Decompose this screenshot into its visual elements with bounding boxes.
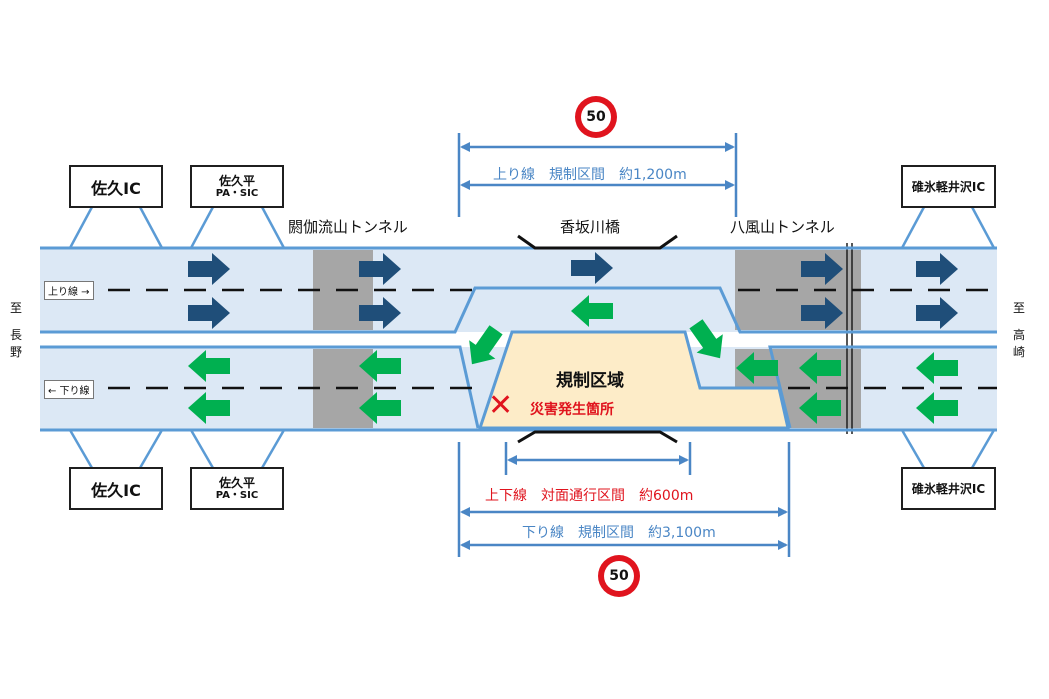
ic-label: 佐久IC	[91, 178, 141, 198]
up-restriction-label: 上り線 規制区間 約1,200m	[493, 167, 687, 183]
contraflow-label: 上下線 対面通行区間 約600m	[485, 488, 694, 504]
dest-char: 高	[1012, 328, 1025, 342]
pa-box-sakudaira-down: 佐久平 PA・SIC	[190, 467, 284, 510]
up-line-tag: 上り線 →	[44, 281, 94, 300]
pa-label: 佐久平	[218, 173, 255, 188]
left-destination: 至 長 野	[9, 300, 23, 361]
dest-char: 至	[1012, 301, 1025, 315]
speed-limit-value: 50	[581, 102, 611, 132]
down-line-tag: ← 下り線	[44, 380, 94, 399]
dest-char: 崎	[1012, 345, 1025, 359]
disaster-label: 災害発生箇所	[530, 402, 614, 418]
disaster-cross-icon: ✕	[488, 388, 514, 423]
zone-title: 規制区域	[556, 371, 624, 391]
ic-label: 碓氷軽井沢IC	[911, 481, 986, 496]
speed-limit-value: 50	[604, 561, 634, 591]
ic-box-saku-up: 佐久IC	[69, 165, 163, 208]
lane-dashes	[108, 288, 997, 390]
ic-box-usui-up: 碓氷軽井沢IC	[901, 165, 996, 208]
down-restriction-label: 下り線 規制区間 約3,100m	[522, 525, 716, 541]
bridge-brackets	[517, 234, 678, 444]
ic-label: 佐久IC	[91, 480, 141, 500]
ic-label: 碓氷軽井沢IC	[911, 179, 986, 194]
pa-sub-label: PA・SIC	[215, 187, 259, 199]
lower-ic-connectors	[68, 429, 996, 469]
pa-label: 佐久平	[218, 475, 255, 490]
speed-limit-sign-bottom: 50	[598, 555, 640, 597]
pa-sub-label: PA・SIC	[215, 489, 259, 501]
bridge-name: 香坂川橋	[560, 218, 621, 236]
dest-char: 野	[9, 345, 22, 359]
tunnel-1-name: 閼伽流山トンネル	[288, 218, 408, 236]
upper-ic-connectors	[68, 206, 996, 249]
dest-char: 至	[9, 301, 22, 315]
pa-box-sakudaira-up: 佐久平 PA・SIC	[190, 165, 284, 208]
right-destination: 至 高 崎	[1012, 300, 1026, 361]
tunnel-2-name: 八風山トンネル	[730, 218, 835, 236]
tunnel-portal	[846, 243, 853, 434]
speed-limit-sign-top: 50	[575, 96, 617, 138]
ic-box-saku-down: 佐久IC	[69, 467, 163, 510]
dimension-lines	[457, 133, 791, 557]
road-edges	[40, 246, 997, 432]
ic-box-usui-down: 碓氷軽井沢IC	[901, 467, 996, 510]
dest-char: 長	[9, 328, 22, 342]
